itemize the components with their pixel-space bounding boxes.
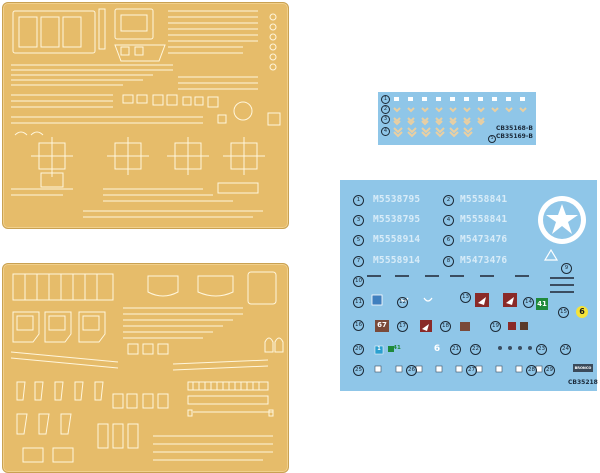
decal-number: 8 [443,256,454,267]
chevron-decals [393,97,527,138]
registration-number: M5473476 [460,234,508,245]
marking-6-yellow: 6 [576,306,588,318]
marking-67: 67 [377,321,387,329]
marking-41-small: 41 [393,345,401,351]
fret-a-parts [11,8,281,218]
registration-number: M5538795 [373,194,421,205]
decal-number: 29 [544,365,555,376]
decal-number: 2 [381,105,390,114]
decal-number: 17 [397,321,408,332]
decal-number: 7 [353,256,364,267]
fret-b-parts [10,271,284,463]
decal-number: 16 [353,320,364,331]
decal-number: 22 [470,344,481,355]
star-icon [546,204,578,234]
decal-number: 28 [526,365,537,376]
decal-number: 3 [381,115,390,124]
registration-number: M5558914 [373,234,421,245]
decal-number: 9 [561,263,572,274]
photo-etch-fret-b [2,263,289,473]
registration-number: M5473476 [460,255,508,266]
decal-number: 15 [558,307,569,318]
registration-number: M5538795 [373,214,421,225]
marking-1: 1 [377,346,381,352]
decal-number: 25 [353,365,364,376]
decal-number: 4 [381,127,390,136]
decal-number: 1 [353,195,364,206]
decal-number: 4 [443,215,454,226]
marking-6-white: 6 [433,344,441,354]
decal-number: 14 [523,297,534,308]
sheet-code: CB35218 [568,379,598,386]
registration-number: M5558841 [460,194,508,205]
brand-logo: BRONCO [573,364,593,372]
decal-number: 21 [450,344,461,355]
sheet-code: CB35169-B [496,133,533,140]
decal-number: 12 [397,297,408,308]
decal-number: 26 [406,365,417,376]
decal-sheet-small: 1 2 3 4 5 CB35168-B CB35169-B [378,92,536,145]
decal-sheet-large: 1 M5538795 2 M5558841 3 M5538795 4 M5558… [340,180,598,391]
decal-number: 10 [353,276,364,287]
decal-number: 2 [443,195,454,206]
decal-number: 5 [353,235,364,246]
decal-number: 1 [381,95,390,104]
decal-number: 11 [353,297,364,308]
decal-number: 24 [560,344,571,355]
registration-number: M5558914 [373,255,421,266]
decal-number: 6 [443,235,454,246]
decal-number: 23 [536,344,547,355]
sheet-code: CB35168-B [496,125,533,132]
decal-number: 3 [353,215,364,226]
decal-number: 20 [353,344,364,355]
decal-number: 18 [440,321,451,332]
decal-number: 19 [490,321,501,332]
marking-41: 41 [537,300,547,308]
decal-number: 5 [488,135,496,143]
decal-graphics [367,196,586,373]
decal-number: 13 [460,292,471,303]
registration-number: M5558841 [460,214,508,225]
photo-etch-fret-a [2,2,289,229]
decal-number: 27 [466,365,477,376]
